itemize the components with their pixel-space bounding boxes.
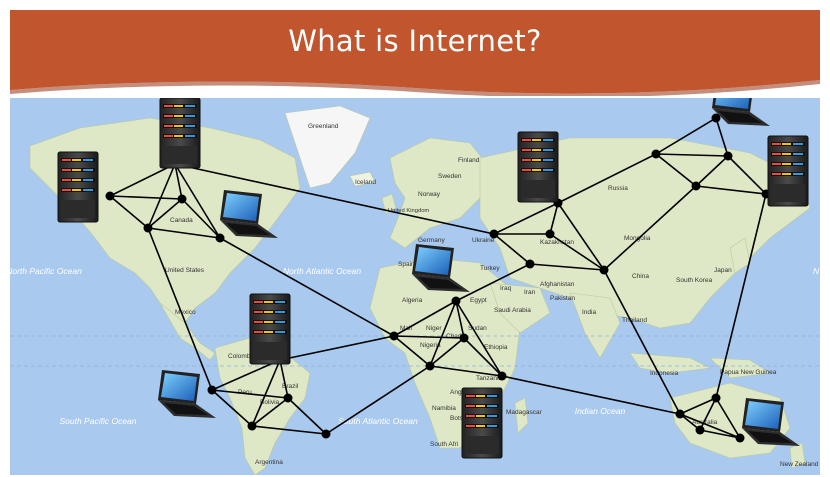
server-icon xyxy=(57,151,99,223)
label-bolivia: Bolivia xyxy=(260,399,280,406)
label-finland: Finland xyxy=(458,157,480,164)
server-icon xyxy=(249,293,291,365)
label-chad: Chad xyxy=(446,333,462,340)
label-uk: United Kingdom xyxy=(388,208,429,214)
label-madagascar: Madagascar xyxy=(506,409,543,416)
label-egypt: Egypt xyxy=(470,297,487,304)
title-banner: What is Internet? xyxy=(10,10,820,96)
label-sweden: Sweden xyxy=(438,173,462,180)
label-namibia: Namibia xyxy=(432,405,456,412)
label-norway: Norway xyxy=(418,191,441,198)
label-canada: Canada xyxy=(170,217,193,224)
label-thailand: Thailand xyxy=(622,317,647,324)
label-indonesia: Indonesia xyxy=(650,370,679,377)
label-greenland: Greenland xyxy=(308,123,339,130)
label-papua-new-guinea: Papua New Guinea xyxy=(720,369,777,376)
label-angola: Angola xyxy=(450,389,471,396)
label-algeria: Algeria xyxy=(402,297,423,304)
label-colombia: Colombia xyxy=(228,353,256,360)
label-edge-n: N xyxy=(813,266,820,276)
label-new-zealand: New Zealand xyxy=(780,461,819,468)
label-ethiopia: Ethiopia xyxy=(484,344,508,351)
label-turkey: Turkey xyxy=(480,265,500,272)
label-botswana: Bots xyxy=(450,415,464,422)
label-nigeria: Nigeria xyxy=(420,342,441,349)
label-iran: Iran xyxy=(524,289,536,296)
label-pakistan: Pakistan xyxy=(550,295,575,302)
label-brazil: Brazil xyxy=(282,383,299,390)
slide-title: What is Internet? xyxy=(288,24,542,58)
label-ukraine: Ukraine xyxy=(472,237,495,244)
label-japan: Japan xyxy=(714,267,732,274)
server-icon xyxy=(517,131,559,203)
label-indian-ocean: Indian Ocean xyxy=(575,406,626,416)
label-peru: Peru xyxy=(238,389,252,396)
label-mexico: Mexico xyxy=(175,309,196,316)
label-australia: Australia xyxy=(692,419,718,426)
label-india: India xyxy=(582,309,596,316)
label-united-states: United States xyxy=(165,267,205,274)
server-icon xyxy=(461,387,503,459)
label-saudi-arabia: Saudi Arabia xyxy=(494,307,531,314)
world-network-map: Greenland Iceland Finland Sweden Norway … xyxy=(10,98,820,475)
label-south-korea: South Korea xyxy=(676,277,713,284)
label-north-pacific: North Pacific Ocean xyxy=(10,266,82,276)
label-south-atlantic: South Atlantic Ocean xyxy=(338,416,418,426)
label-sudan: Sudan xyxy=(468,325,487,332)
label-kazakhstan: Kazakhstan xyxy=(540,239,574,246)
label-argentina: Argentina xyxy=(255,459,283,466)
label-niger: Niger xyxy=(426,325,442,332)
label-tanzania: Tanzania xyxy=(476,375,502,382)
label-russia: Russia xyxy=(608,185,628,192)
label-south-pacific: South Pacific Ocean xyxy=(59,416,136,426)
label-spain: Spain xyxy=(398,261,415,268)
label-iceland: Iceland xyxy=(355,179,376,186)
label-afghanistan: Afghanistan xyxy=(540,281,575,288)
label-china: China xyxy=(632,273,649,280)
server-icon xyxy=(767,135,809,207)
label-germany: Germany xyxy=(418,237,445,244)
network-links xyxy=(109,117,767,439)
label-south-africa: South Afri xyxy=(430,441,458,448)
label-iraq: Iraq xyxy=(500,285,512,292)
server-icon xyxy=(159,98,201,169)
label-north-atlantic: North Atlantic Ocean xyxy=(283,266,361,276)
